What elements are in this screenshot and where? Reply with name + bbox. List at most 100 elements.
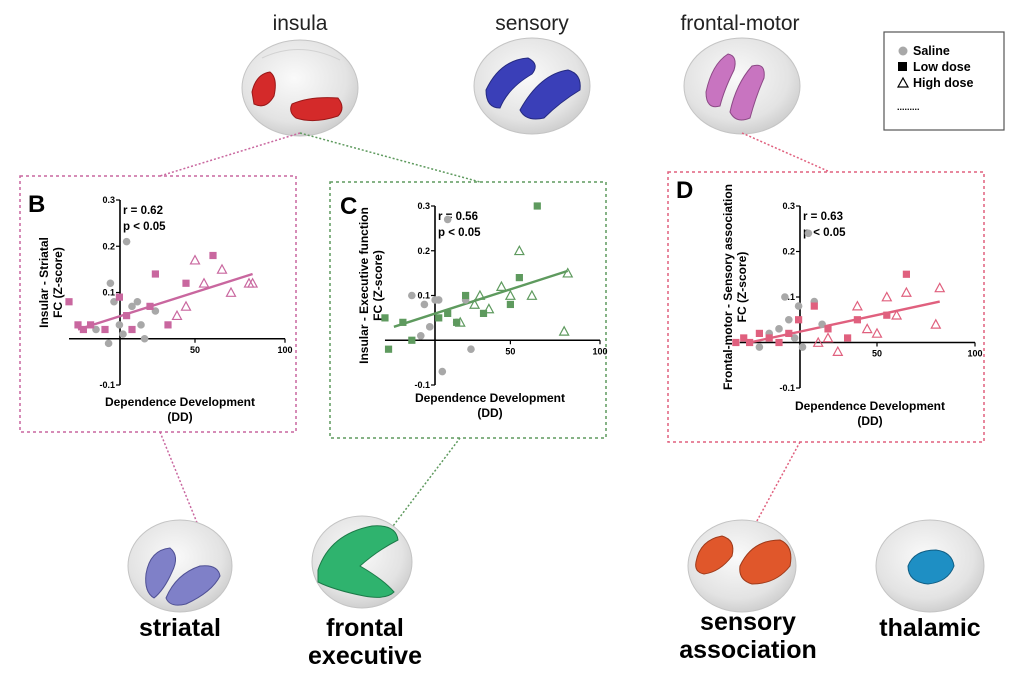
point-low-dose: [740, 334, 748, 342]
point-high-dose: [822, 332, 834, 343]
brain-striatal: [127, 519, 233, 613]
point-low-dose: [381, 314, 389, 322]
point-high-dose: [558, 325, 570, 336]
p-value: p < 0.05: [123, 221, 166, 233]
insula-right-region: [290, 97, 343, 122]
point-saline: [115, 321, 124, 329]
label-association: association: [679, 636, 817, 664]
point-low-dose: [824, 325, 832, 333]
y-tick-label: 0.1: [102, 288, 115, 298]
point-saline: [798, 343, 807, 351]
point-high-dose: [483, 303, 495, 314]
point-high-dose: [189, 254, 201, 265]
p-value: p < 0.05: [438, 227, 481, 239]
striatal-right-region: [165, 565, 221, 606]
x-tick-label: 50: [872, 349, 882, 359]
point-low-dose: [795, 316, 803, 324]
point-saline: [140, 334, 149, 343]
x-tick-label: 100: [277, 345, 292, 355]
r-value: r = 0.63: [803, 211, 843, 223]
point-saline: [128, 302, 136, 311]
x-tick-label: 50: [190, 345, 200, 355]
point-saline: [408, 291, 416, 300]
point-low-dose: [902, 270, 910, 278]
y-axis-unit: FC (Z-score): [51, 247, 65, 318]
brain-sensory: [473, 37, 591, 135]
point-high-dose: [934, 282, 946, 293]
label-thalamic: thalamic: [879, 614, 981, 642]
legend-fit-line: .........: [897, 102, 920, 112]
frontal-motor-left-region: [705, 53, 736, 108]
connector-insula-c: [299, 132, 481, 183]
point-low-dose: [479, 309, 488, 317]
legend: Saline Low dose High dose .........: [883, 31, 1005, 131]
sensory-right-region: [519, 69, 581, 120]
point-low-dose: [444, 309, 452, 317]
y-tick-label: -0.1: [99, 380, 115, 390]
point-high-dose: [812, 336, 824, 347]
point-high-dose: [504, 289, 516, 300]
y-tick-label: 0.3: [102, 195, 115, 205]
point-saline: [790, 334, 799, 342]
point-high-dose: [562, 267, 574, 278]
point-high-dose: [454, 316, 466, 327]
panel-d-box: [667, 171, 985, 443]
region-label-sensory: sensory: [495, 12, 569, 35]
point-high-dose: [881, 291, 893, 302]
point-saline: [104, 339, 113, 348]
r-value: r = 0.62: [123, 205, 163, 217]
point-low-dose: [755, 329, 763, 337]
point-low-dose: [79, 325, 87, 334]
label-sensory: sensory: [700, 608, 796, 636]
point-saline: [133, 297, 142, 306]
y-axis-label: Insular - Striatal: [37, 237, 51, 328]
point-high-dose: [216, 263, 228, 274]
x-axis-unit: (DD): [857, 414, 882, 428]
striatal-left-region: [145, 547, 176, 599]
connector-c-frontal-executive: [389, 437, 461, 531]
point-high-dose: [171, 309, 183, 321]
legend-saline-marker: [898, 46, 908, 56]
brain-thalamic: [875, 519, 985, 613]
p-value: p < 0.05: [803, 227, 846, 239]
x-axis-unit: (DD): [167, 410, 192, 424]
point-low-dose: [506, 300, 514, 309]
legend-saline-label: Saline: [913, 44, 950, 58]
x-axis-label: Dependence Development: [415, 391, 565, 405]
point-saline: [434, 296, 443, 304]
brain-insula: [241, 39, 359, 137]
point-high-dose: [495, 280, 507, 291]
point-low-dose: [164, 321, 172, 329]
point-high-dose: [871, 327, 883, 338]
point-saline: [781, 293, 789, 301]
x-axis-label: Dependence Development: [795, 399, 945, 413]
point-low-dose: [844, 334, 852, 342]
point-high-dose: [832, 345, 844, 356]
point-low-dose: [182, 279, 190, 287]
y-axis-label: Frontal-motor - Sensory association: [721, 184, 735, 390]
point-low-dose: [765, 334, 773, 342]
legend-low-label: Low dose: [913, 60, 971, 74]
r-value: r = 0.56: [438, 211, 478, 223]
frontal-executive-region: [317, 525, 399, 598]
point-saline: [137, 321, 145, 329]
point-low-dose: [732, 338, 740, 347]
thalamic-region: [907, 549, 955, 585]
y-axis-unit: FC (Z-score): [371, 250, 385, 321]
point-low-dose: [533, 202, 541, 210]
point-low-dose: [746, 338, 754, 347]
brain-frontal-motor: [683, 37, 801, 135]
point-low-dose: [123, 312, 131, 320]
point-low-dose: [853, 316, 861, 324]
label-frontal: frontal: [326, 614, 404, 642]
point-low-dose: [515, 274, 523, 282]
point-low-dose: [74, 321, 82, 329]
point-low-dose: [151, 270, 159, 278]
point-low-dose: [384, 345, 393, 353]
point-saline: [467, 345, 475, 354]
point-low-dose: [87, 321, 95, 329]
point-high-dose: [861, 323, 873, 334]
point-saline: [804, 229, 813, 238]
